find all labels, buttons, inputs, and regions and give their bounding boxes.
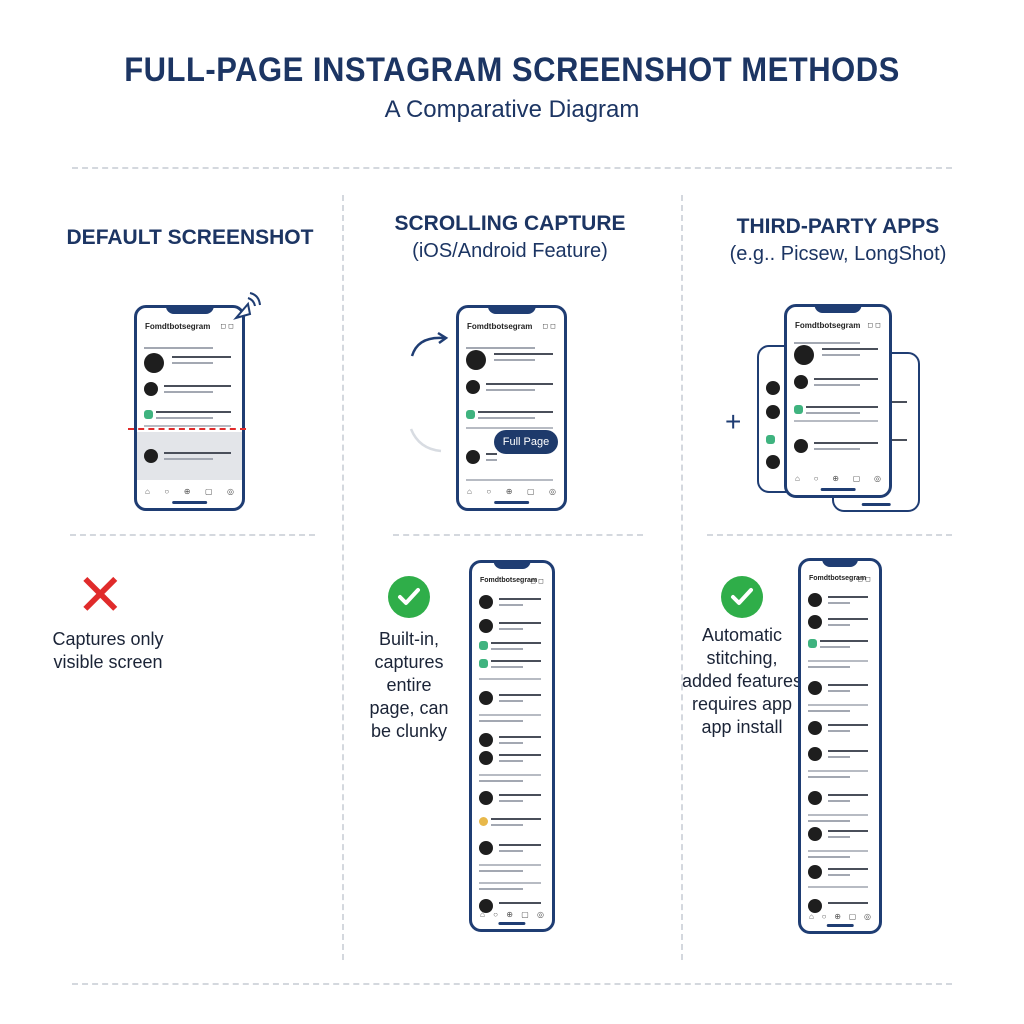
column-heading-scrolling: SCROLLING CAPTURE [394,212,626,235]
plus-icon: + [725,406,742,437]
column-divider-1 [342,195,344,960]
row-divider-1 [70,534,315,536]
phone-app-header: Fomdtbotsegram [467,322,533,331]
list-item [479,639,545,653]
list-item [766,381,808,395]
description-default: Captures only visible screen [52,629,164,672]
phone-nav-bar: ⌂○⊕▢◎ [809,912,871,921]
description-scrolling: Built-in, captures entire page, can be c… [369,629,449,741]
top-divider [72,167,952,169]
long-screenshot-third-party: Fomdtbotsegram ◻ ◻ ⌂○⊕▢◎ [798,558,882,934]
list-item [794,345,882,367]
column-heading-third-party: THIRD-PARTY APPS [736,215,940,238]
phone-nav-bar: ⌂○⊕▢◎ [480,910,544,919]
list-item [479,751,545,765]
list-item [808,747,872,761]
row-divider-2 [393,534,643,536]
list-item [808,721,872,735]
list-item [794,375,882,389]
list-item [794,439,882,453]
list-item [808,827,872,841]
phone-app-header: Fomdtbotsegram [145,322,211,331]
tap-gesture-icon [233,292,261,320]
list-item [479,619,545,633]
list-item [766,433,808,447]
list-item [808,637,872,651]
list-item [144,353,235,375]
list-item [479,899,545,913]
list-item [808,791,872,805]
list-item [808,865,872,879]
phone-header-icons: ◻ ◻ [867,322,881,329]
list-item [479,691,545,705]
list-item [466,380,557,394]
list-item [808,615,872,629]
phone-header-icons: ◻ ◻ [857,576,871,583]
full-page-button[interactable]: Full Page [494,430,558,454]
list-item [144,382,235,396]
list-item [144,449,235,463]
phone-default-screenshot: Fomdtbotsegram ◻ ◻ ⌂○⊕▢◎ [134,305,245,511]
list-item [144,408,235,422]
list-item [479,841,545,855]
list-item [466,350,557,372]
page-subtitle: A Comparative Diagram [384,96,640,123]
phone-header-icons: ◻ ◻ [530,578,544,585]
phone-scrolling-capture: Fomdtbotsegram ◻ ◻ ⌂○⊕▢◎ [456,305,567,511]
list-item [808,593,872,607]
description-third-party: Automatic stitching, added features requ… [681,625,803,737]
bottom-divider [72,983,952,985]
phone-header-icons: ◻ ◻ [220,323,234,330]
list-item [466,450,557,464]
phone-nav-bar: ⌂○⊕▢◎ [795,474,881,483]
phone-third-party-front: Fomdtbotsegram ◻ ◻ ⌂○⊕▢◎ [784,304,892,498]
check-icon [388,576,430,618]
list-item [479,657,545,671]
column-divider-2 [681,195,683,960]
phone-header-icons: ◻ ◻ [542,323,556,330]
list-item [479,595,545,609]
list-item [466,408,557,422]
faded-arrow-icon [409,428,442,453]
row-divider-3 [707,534,952,536]
list-item [766,455,808,469]
column-subheading-third-party: (e.g.. Picsew, LongShot) [729,243,947,265]
list-item [479,815,545,829]
list-item [479,791,545,805]
list-item [794,403,882,417]
visible-screen-cutoff-line [128,428,246,430]
page-title: FULL-PAGE INSTAGRAM SCREENSHOT METHODS [124,49,900,90]
phone-app-header: Fomdtbotsegram [795,321,861,330]
phone-nav-bar: ⌂○⊕▢◎ [467,487,556,496]
list-item [808,681,872,695]
list-item [479,733,545,747]
list-item [766,405,808,419]
phone-app-header: Fomdtbotsegram [480,577,538,584]
list-item [808,899,872,913]
long-screenshot-scrolling: Fomdtbotsegram ◻ ◻ ⌂○⊕▢◎ [469,560,555,932]
column-subheading-scrolling: (iOS/Android Feature) [412,240,608,262]
x-icon: ✕ [76,561,125,629]
curved-arrow-icon [410,331,449,357]
phone-app-header: Fomdtbotsegram [809,575,867,582]
column-heading-default: DEFAULT SCREENSHOT [66,226,314,249]
check-icon [721,576,763,618]
phone-nav-bar: ⌂○⊕▢◎ [145,487,234,496]
